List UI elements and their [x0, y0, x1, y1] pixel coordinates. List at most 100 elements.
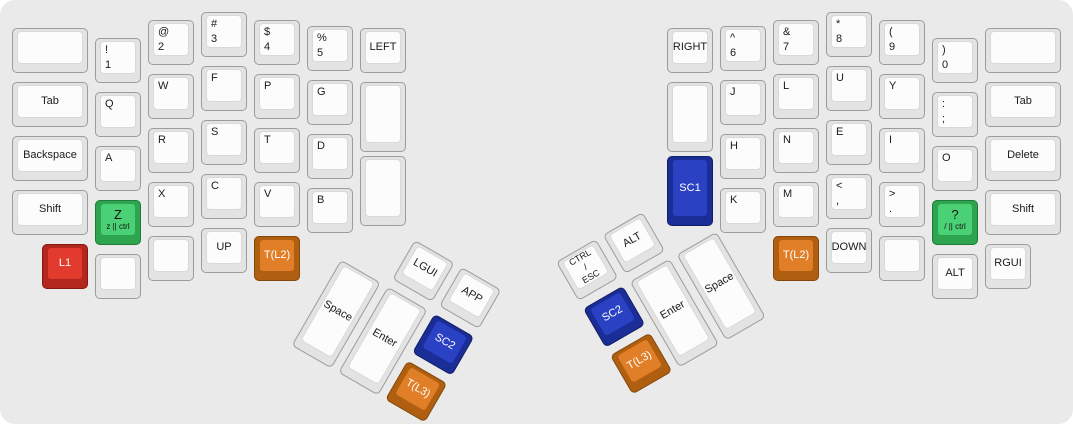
key-t[interactable]: T: [254, 128, 300, 173]
key-tab-right[interactable]: Tab: [985, 82, 1061, 127]
key-paren-9[interactable]: (9: [879, 20, 925, 65]
key-sc2-left-cap: SC2: [420, 318, 469, 366]
key-percent-5[interactable]: %5: [307, 26, 353, 71]
key-t-l2-left-cap: T(L2): [259, 239, 295, 272]
key-blank-left-ring[interactable]: [148, 236, 194, 281]
key-question[interactable]: ?/ || ctrl: [932, 200, 978, 245]
key-s[interactable]: S: [201, 120, 247, 165]
key-backspace-label: Backspace: [23, 149, 77, 161]
key-shift-right[interactable]: Shift: [985, 190, 1061, 235]
key-right[interactable]: RIGHT: [667, 28, 713, 73]
key-left[interactable]: LEFT: [360, 28, 406, 73]
key-y[interactable]: Y: [879, 74, 925, 119]
key-blank-top-left[interactable]: [12, 28, 88, 73]
key-space-left-label: Space: [321, 298, 355, 325]
key-sc2-right-label: SC2: [600, 303, 625, 325]
key-z-label: z || ctrl: [106, 222, 130, 231]
key-blank-inner-top-left[interactable]: [360, 82, 406, 152]
key-k[interactable]: K: [720, 188, 766, 233]
key-enter-left-label: Enter: [370, 326, 400, 350]
key-b[interactable]: B: [307, 188, 353, 233]
key-caret-6[interactable]: ^6: [720, 26, 766, 71]
key-exclam-1[interactable]: !1: [95, 38, 141, 83]
key-ctrl-esc-label: ESC: [580, 267, 602, 286]
key-colon-semicolon-label: ;: [942, 113, 946, 125]
key-at-2[interactable]: @2: [148, 20, 194, 65]
key-w[interactable]: W: [148, 74, 194, 119]
key-l1[interactable]: L1: [42, 244, 88, 289]
key-r-cap: R: [153, 131, 189, 164]
key-v-cap: V: [259, 185, 295, 218]
key-l[interactable]: L: [773, 74, 819, 119]
key-c[interactable]: C: [201, 174, 247, 219]
key-p-label: P: [264, 80, 272, 92]
key-shift-left[interactable]: Shift: [12, 190, 88, 235]
key-left-cap: LEFT: [365, 31, 401, 64]
key-blank-inner-bottom-left[interactable]: [360, 156, 406, 226]
key-backspace[interactable]: Backspace: [12, 136, 88, 181]
key-t-l2-right[interactable]: T(L2): [773, 236, 819, 281]
key-s-cap: S: [206, 123, 242, 156]
key-percent-5-cap: %5: [312, 29, 348, 62]
key-comma[interactable]: <,: [826, 174, 872, 219]
key-u[interactable]: U: [826, 66, 872, 111]
key-o[interactable]: O: [932, 146, 978, 191]
key-p[interactable]: P: [254, 74, 300, 119]
key-hash-3[interactable]: #3: [201, 12, 247, 57]
key-dollar-4-cap: $4: [259, 23, 295, 56]
key-v[interactable]: V: [254, 182, 300, 227]
key-a[interactable]: A: [95, 146, 141, 191]
key-blank-inner-top-right[interactable]: [667, 82, 713, 152]
key-amp-7[interactable]: &7: [773, 20, 819, 65]
key-delete[interactable]: Delete: [985, 136, 1061, 181]
key-x-label: X: [158, 188, 166, 200]
key-q[interactable]: Q: [95, 92, 141, 137]
key-f[interactable]: F: [201, 66, 247, 111]
key-dollar-4[interactable]: $4: [254, 20, 300, 65]
key-percent-5-label: %: [317, 32, 327, 44]
key-t-l3-right-label: T(L3): [625, 348, 654, 373]
key-blank-right-ring[interactable]: [879, 236, 925, 281]
key-x[interactable]: X: [148, 182, 194, 227]
key-up[interactable]: UP: [201, 228, 247, 273]
key-alt-right[interactable]: ALT: [932, 254, 978, 299]
key-rgui[interactable]: RGUI: [985, 244, 1031, 289]
key-t-l3-right-cap: T(L3): [615, 337, 664, 385]
key-m[interactable]: M: [773, 182, 819, 227]
key-m-cap: M: [778, 185, 814, 218]
key-sc1[interactable]: SC1: [667, 156, 713, 226]
key-paren-0-label: 0: [942, 59, 949, 71]
key-e[interactable]: E: [826, 120, 872, 165]
key-alt-right-label: ALT: [945, 267, 965, 279]
key-hash-3-label: #: [211, 18, 218, 30]
key-g[interactable]: G: [307, 80, 353, 125]
key-i[interactable]: I: [879, 128, 925, 173]
key-period[interactable]: >.: [879, 182, 925, 227]
key-colon-semicolon[interactable]: :;: [932, 92, 978, 137]
key-blank-left-pinky[interactable]: [95, 254, 141, 299]
key-tab-left[interactable]: Tab: [12, 82, 88, 127]
key-down[interactable]: DOWN: [826, 228, 872, 273]
key-r-label: R: [158, 134, 166, 146]
key-paren-0[interactable]: )0: [932, 38, 978, 83]
key-star-8-label: *: [836, 18, 841, 30]
key-caret-6-label: 6: [730, 47, 737, 59]
key-t-l2-left[interactable]: T(L2): [254, 236, 300, 281]
key-y-cap: Y: [884, 77, 920, 110]
key-at-2-label: @: [158, 26, 170, 38]
key-comma-label: ,: [836, 195, 840, 207]
key-r[interactable]: R: [148, 128, 194, 173]
key-n[interactable]: N: [773, 128, 819, 173]
key-d-cap: D: [312, 137, 348, 170]
key-question-label: ?: [951, 207, 959, 222]
key-sc2-left-label: SC2: [432, 331, 458, 353]
key-j[interactable]: J: [720, 80, 766, 125]
key-star-8[interactable]: *8: [826, 12, 872, 57]
key-app-label: APP: [459, 284, 485, 306]
key-d[interactable]: D: [307, 134, 353, 179]
key-h[interactable]: H: [720, 134, 766, 179]
key-blank-top-right[interactable]: [985, 28, 1061, 73]
key-s-label: S: [211, 126, 219, 138]
